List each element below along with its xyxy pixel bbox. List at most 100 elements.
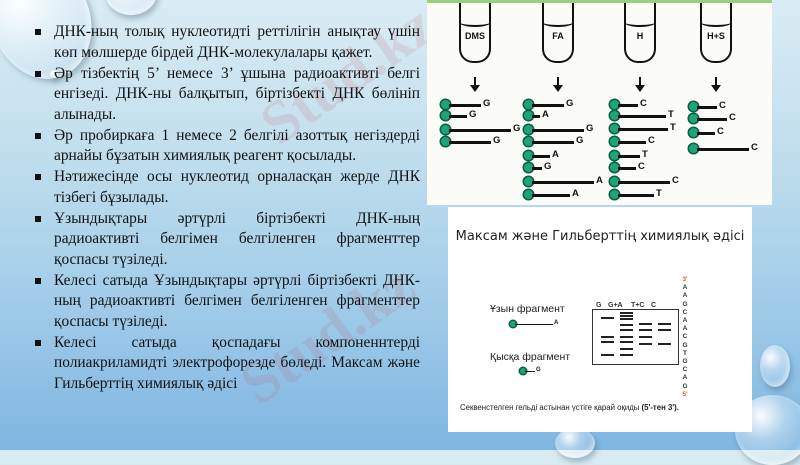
water-drop-decoration <box>105 0 157 15</box>
gel-band <box>658 343 671 345</box>
radioactive-label-icon <box>441 100 450 109</box>
tube-label: H+S <box>707 31 725 41</box>
fragment-strand <box>525 370 535 372</box>
tube-h-s: H+S <box>700 3 732 63</box>
radioactive-label-icon <box>689 114 698 123</box>
sequence-base: A <box>682 317 688 325</box>
fragment-strand <box>697 147 749 151</box>
down-arrow-icon <box>711 77 721 92</box>
fragment-strand <box>618 140 646 144</box>
fragment-end-base: G <box>483 98 491 109</box>
fragment-strand <box>532 193 570 197</box>
gel-band <box>620 312 633 314</box>
radioactive-label-icon <box>524 151 533 160</box>
radioactive-label-icon <box>689 102 698 111</box>
fragment-strand <box>618 154 640 158</box>
radioactive-label-icon <box>524 163 533 172</box>
fragment-end-base: T <box>642 149 648 160</box>
radioactive-label-icon <box>610 151 619 160</box>
lane-header: G <box>596 302 602 309</box>
bullet-item: Нәтижесінде осы нуклеотид орналасқан жер… <box>32 167 420 208</box>
gel-band <box>620 315 633 317</box>
caption-direction: (5'-тен 3'). <box>641 403 679 412</box>
fragment-end-base: C <box>751 142 758 153</box>
sequence-base: A <box>682 292 688 300</box>
tube-label: H <box>636 31 644 41</box>
sequence-end-label: 5' <box>682 390 688 398</box>
figure-title: Максам және Гильберттің химиялық әдісі <box>455 229 745 244</box>
down-arrow-icon <box>470 77 480 92</box>
tube-label: FA <box>552 31 564 41</box>
radioactive-label-icon <box>441 137 450 146</box>
fragment-end-base: G <box>469 109 477 120</box>
gel-band <box>601 354 614 356</box>
caption-text: Секвенстелген гельді астынан үстіге қара… <box>460 403 642 412</box>
radioactive-label-icon <box>610 111 619 120</box>
sequence-base: C <box>682 333 688 341</box>
gel-band <box>658 329 671 331</box>
short-fragment-label: Қысқа фрагмент <box>490 351 571 363</box>
fragment-end-base: T <box>656 188 662 199</box>
fragment-end-base: G <box>576 135 584 146</box>
gel-band <box>639 323 652 325</box>
bullet-item: Әр пробиркаға 1 немесе 2 белгілі азоттық… <box>32 126 420 167</box>
down-arrow-icon <box>635 77 645 92</box>
fragment-strand <box>532 128 584 132</box>
sequence-base: A <box>682 284 688 292</box>
fragment-strand <box>697 131 715 135</box>
fragment-strand <box>449 128 511 132</box>
fragment-strand <box>697 117 727 121</box>
radioactive-label-icon <box>610 100 619 109</box>
fragment-strand <box>618 127 668 131</box>
gel-band <box>639 336 652 338</box>
fragment-strand <box>532 166 542 170</box>
bullet-list: ДНК-ның толық нуклеотидті реттілігін аны… <box>32 22 420 394</box>
water-drop-decoration <box>760 345 790 387</box>
fragment-strand <box>532 140 574 144</box>
fragment-end-base: A <box>552 149 559 160</box>
fragment-strand <box>532 180 594 184</box>
sequence-base: G <box>682 358 688 366</box>
sequence-base: G <box>682 341 688 349</box>
fragment-strand <box>618 114 666 118</box>
sequence-base: A <box>682 325 688 333</box>
tube-fa: FA <box>542 3 574 63</box>
radioactive-label-icon <box>524 137 533 146</box>
radioactive-label-icon <box>524 125 533 134</box>
fragment-end-base: G <box>493 135 501 146</box>
fragment-end-base: C <box>717 126 724 137</box>
fragment-end-base: G <box>566 98 574 109</box>
fragment-end-base: C <box>719 100 726 111</box>
gel-band <box>601 336 614 338</box>
gel-band <box>620 354 633 356</box>
fragment-end-base: G <box>586 123 594 134</box>
fragment-end-base: A <box>554 320 559 326</box>
fragment-strand <box>449 103 481 107</box>
sequence-base: G <box>682 382 688 390</box>
fragment-end-base: C <box>648 135 655 146</box>
fragment-end-base: T <box>668 109 674 120</box>
sequence-base: A <box>682 374 688 382</box>
radioactive-label-icon <box>610 190 619 199</box>
water-drop-decoration <box>555 428 595 458</box>
gel-band <box>620 329 633 331</box>
fragment-strand <box>618 193 654 197</box>
gel-band <box>620 324 633 326</box>
radioactive-label-icon <box>610 163 619 172</box>
radioactive-label-icon <box>524 100 533 109</box>
radioactive-label-icon <box>524 177 533 186</box>
figure-caption: Секвенстелген гельді астынан үстіге қара… <box>460 403 679 412</box>
gel-band <box>620 318 633 320</box>
radioactive-label-icon <box>689 144 698 153</box>
fragment-end-base: A <box>596 175 603 186</box>
fragment-strand <box>618 103 638 107</box>
sequence-base: T <box>683 349 687 357</box>
gel-band <box>601 341 614 343</box>
fragment-end-base: C <box>640 98 647 109</box>
long-fragment-label: Ұзын фрагмент <box>490 303 565 315</box>
fragment-end-base: T <box>670 122 676 133</box>
tube-dms: DMS <box>459 3 491 63</box>
bullet-item: Әр тізбектің 5’ немесе 3’ ұшына радиоакт… <box>32 64 420 126</box>
bullet-item: Ұзындықтары әртүрлі біртізбекті ДНК-ның … <box>32 209 420 271</box>
